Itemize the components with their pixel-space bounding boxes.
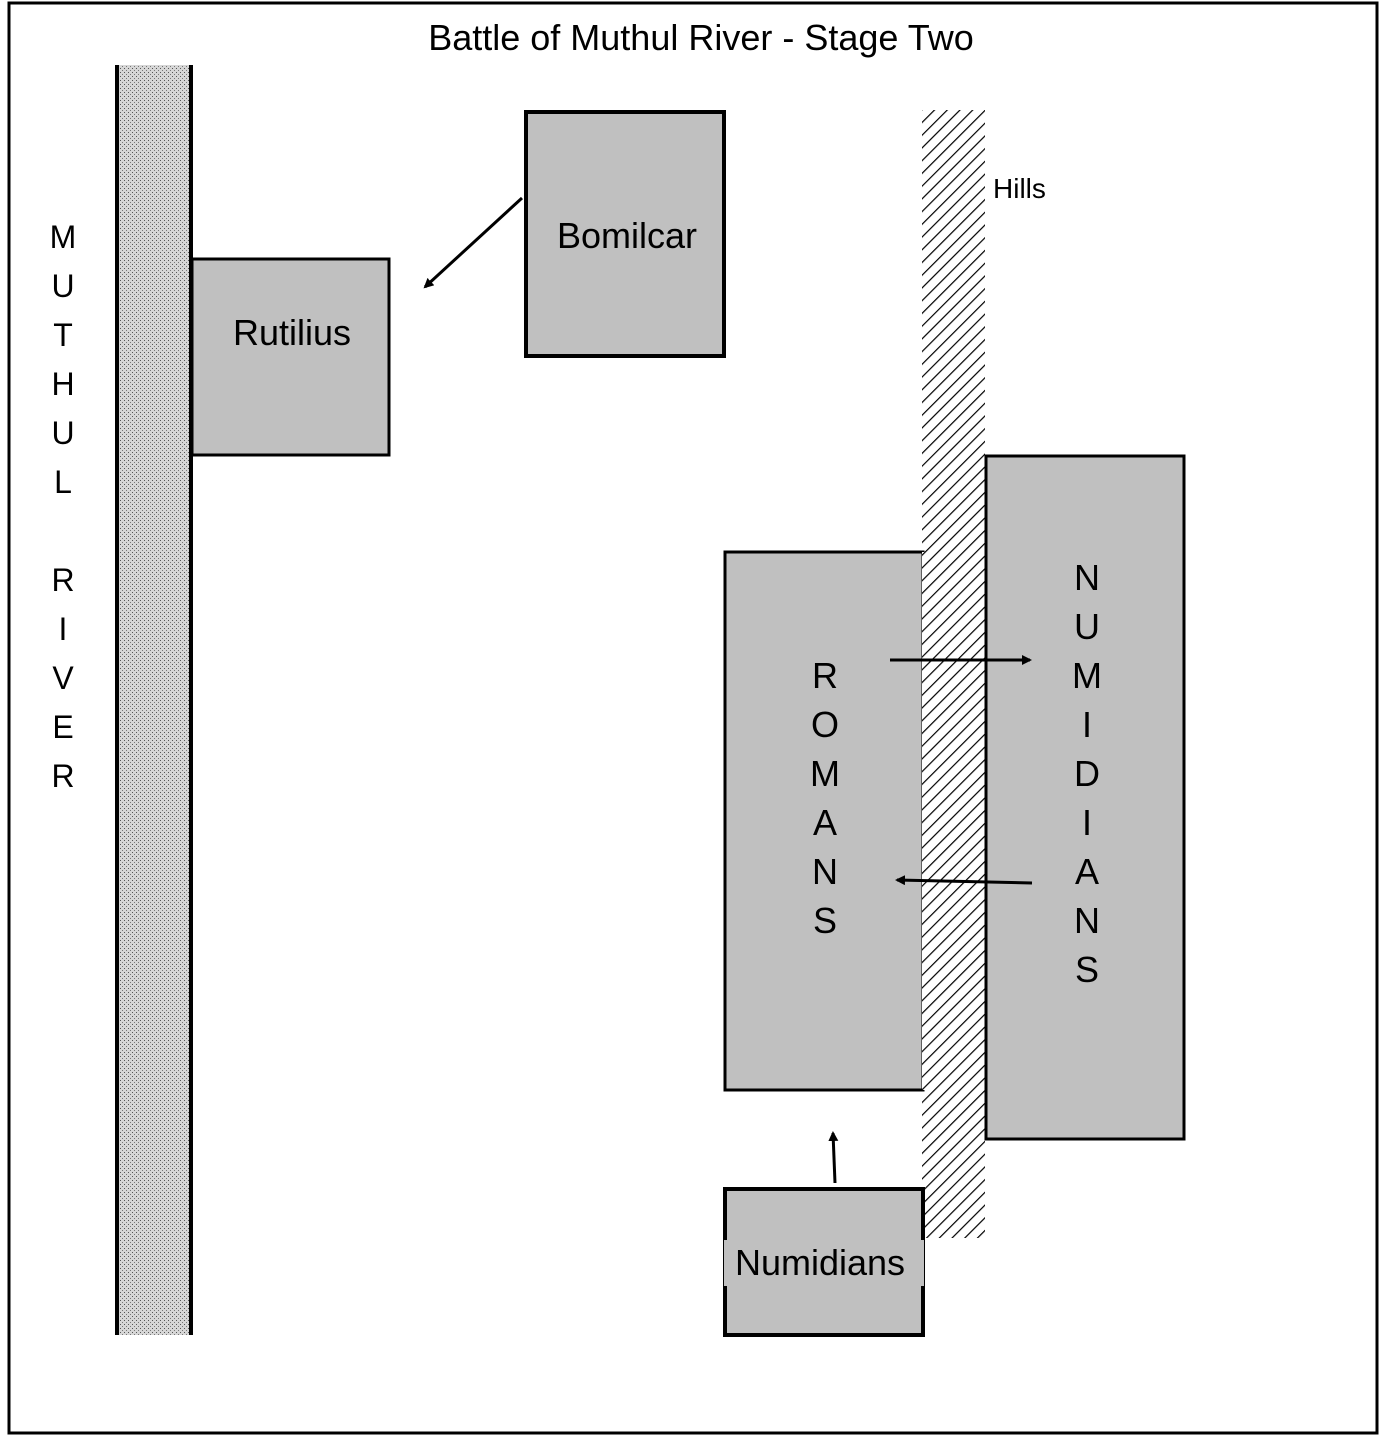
romans-unit: [723, 550, 925, 1092]
numidians-main-unit: [984, 454, 1186, 1141]
numidians-reserve-label: Numidians: [735, 1242, 905, 1283]
arrow-reserve-up: [828, 1131, 839, 1184]
arrow-bomilcar-to-rutilius: [423, 196, 524, 289]
bomilcar-unit: Bomilcar: [524, 110, 726, 358]
diagram-frame: [7, 1, 1379, 1435]
muthul-river: [115, 65, 193, 1335]
rutilius-unit: Rutilius: [190, 257, 391, 457]
rutilius-label: Rutilius: [233, 312, 351, 353]
numidians-reserve-unit: Numidians: [723, 1187, 925, 1337]
diagram-title: Battle of Muthul River - Stage Two: [428, 17, 974, 58]
hills-label: Hills: [993, 173, 1046, 204]
hills-ridge-overlay: [922, 552, 985, 1090]
bomilcar-label: Bomilcar: [557, 215, 697, 256]
arrow-numidians-to-romans: [895, 875, 1033, 886]
